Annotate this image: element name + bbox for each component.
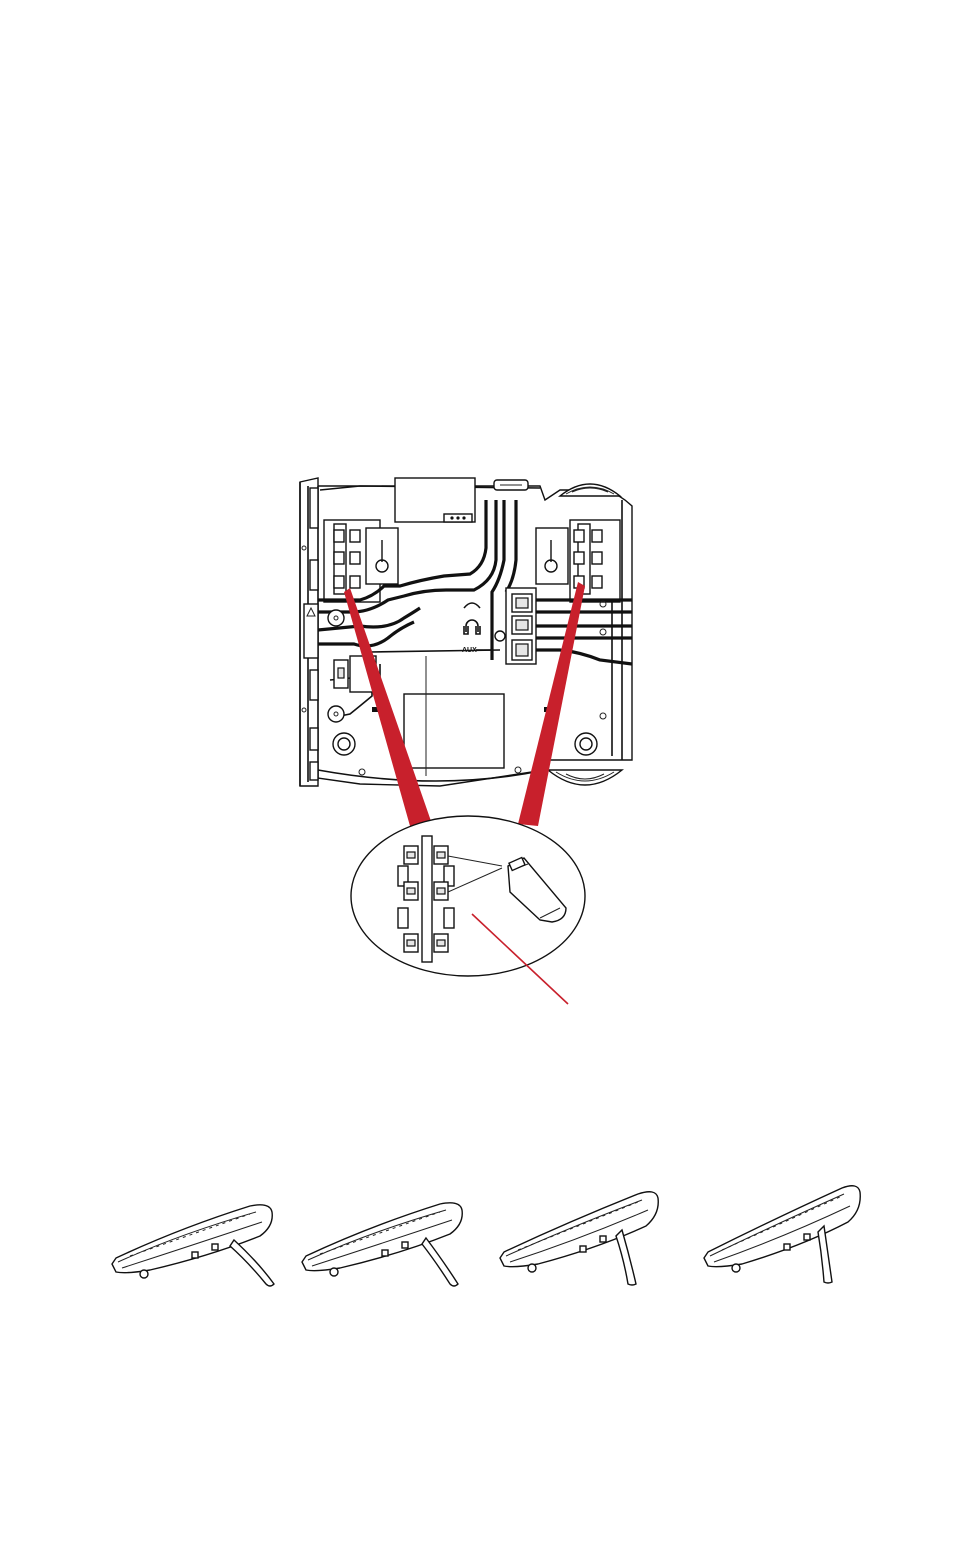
- stand-positions: [112, 1186, 860, 1286]
- stand-position-2: [302, 1203, 462, 1286]
- handset-port: [512, 594, 532, 612]
- headset-port: [512, 616, 532, 634]
- aux-port: [512, 640, 532, 660]
- stand-position-1: [112, 1205, 274, 1286]
- phone-base-diagram: AUX: [300, 478, 632, 786]
- stand-position-4: [704, 1186, 860, 1283]
- detail-callout: [351, 816, 585, 1004]
- stand-position-3: [500, 1192, 658, 1285]
